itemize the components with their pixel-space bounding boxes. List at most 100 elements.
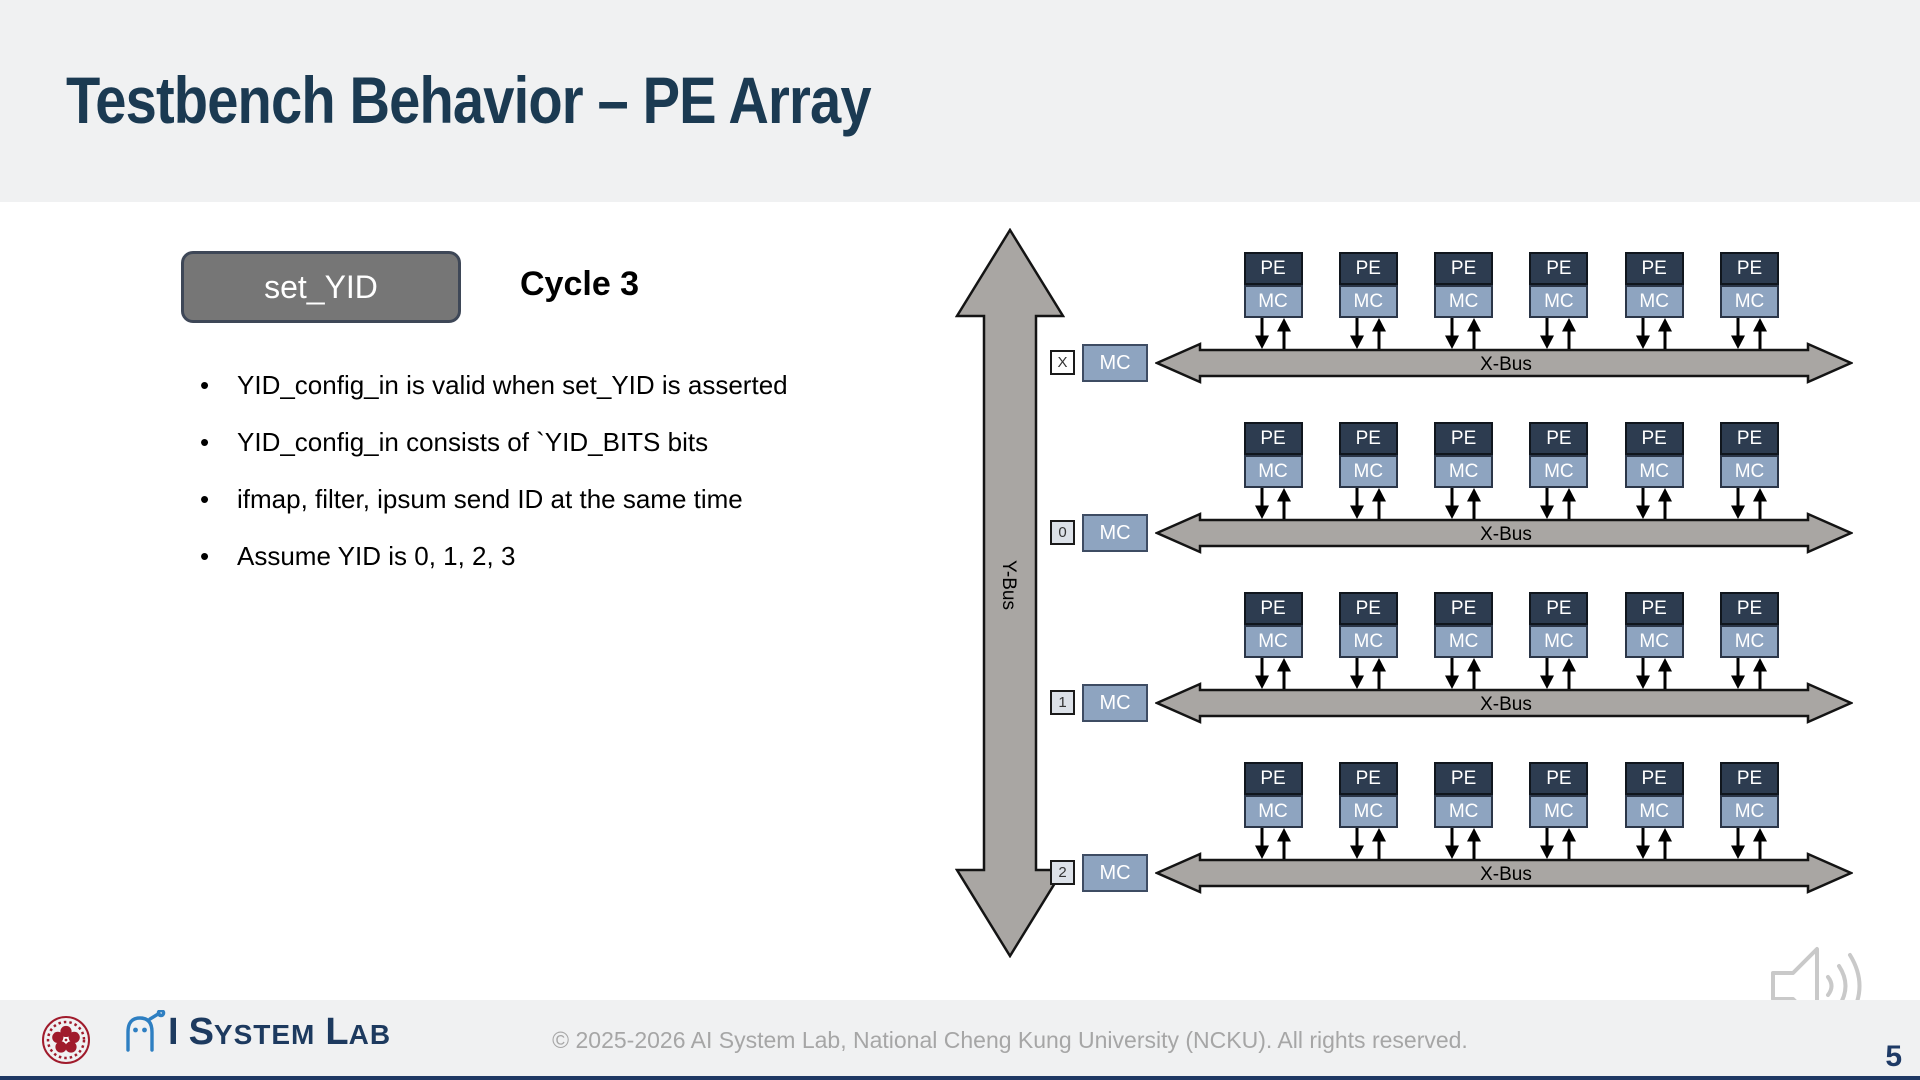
bus-connection-arrows — [1349, 318, 1386, 349]
mc-box-label: MC — [1353, 800, 1384, 822]
pe-box: PE — [1720, 422, 1779, 455]
mc-box: MC — [1338, 455, 1398, 488]
pe-unit: PE MC — [1434, 592, 1494, 689]
bus-connection-arrows — [1731, 318, 1767, 349]
mc-box-label: MC — [1258, 290, 1288, 312]
row-id-box: X — [1050, 350, 1075, 375]
pe-unit: PE MC — [1434, 252, 1494, 349]
pe-array-row: 2 MC X-Bus PE MC PE MC — [1040, 762, 1920, 894]
pe-unit: PE MC — [1243, 592, 1303, 689]
logo-lab-rest: AB — [348, 1018, 392, 1050]
pe-unit: PE MC — [1720, 422, 1779, 519]
mc-box: MC — [1243, 795, 1303, 828]
mc-box-label: MC — [1734, 800, 1765, 822]
pe-unit: PE MC — [1338, 762, 1398, 859]
row-mc-label: MC — [1099, 691, 1131, 714]
pe-box-label: PE — [1641, 597, 1667, 619]
bus-connection-arrows — [1635, 658, 1672, 689]
bus-connection-arrows — [1349, 658, 1386, 689]
pe-box-label: PE — [1260, 597, 1286, 619]
row-id-label: 1 — [1058, 694, 1067, 711]
mc-box: MC — [1243, 285, 1303, 318]
pe-box-label: PE — [1546, 767, 1572, 789]
pe-box-label: PE — [1546, 257, 1572, 279]
row-mc-box: MC — [1082, 854, 1148, 892]
pe-box-label: PE — [1736, 427, 1763, 449]
mc-box-label: MC — [1544, 630, 1574, 652]
mc-box: MC — [1434, 625, 1494, 658]
mc-box: MC — [1529, 285, 1589, 318]
bus-connection-arrows — [1731, 828, 1767, 859]
bus-connection-arrows — [1349, 488, 1386, 519]
pe-box: PE — [1434, 592, 1494, 625]
bus-connection-arrows — [1635, 318, 1672, 349]
pe-box-label: PE — [1450, 427, 1477, 449]
mc-box: MC — [1434, 795, 1494, 828]
mc-box: MC — [1529, 795, 1589, 828]
pe-unit: PE MC — [1434, 762, 1494, 859]
mc-box-label: MC — [1734, 290, 1765, 312]
pe-unit: PE MC — [1338, 252, 1398, 349]
pe-box-label: PE — [1736, 767, 1763, 789]
mc-box: MC — [1624, 795, 1684, 828]
pe-box-label: PE — [1355, 767, 1381, 789]
pe-array-row: 0 MC X-Bus PE MC PE MC — [1040, 422, 1920, 554]
mc-box: MC — [1624, 625, 1684, 658]
mc-box-label: MC — [1448, 800, 1479, 822]
pe-box: PE — [1529, 592, 1589, 625]
row-mc-label: MC — [1099, 861, 1131, 884]
pe-unit: PE MC — [1720, 762, 1779, 859]
row-mc-box: MC — [1082, 684, 1148, 722]
row-id-box: 1 — [1050, 690, 1075, 715]
mc-box-label: MC — [1258, 800, 1288, 822]
mc-box: MC — [1529, 625, 1589, 658]
mc-box-label: MC — [1353, 290, 1384, 312]
bus-connection-arrows — [1445, 658, 1482, 689]
pe-box-label: PE — [1450, 597, 1477, 619]
bus-connection-arrows — [1254, 828, 1291, 859]
pe-array-row: X MC X-Bus PE MC PE MC — [1040, 252, 1920, 384]
pe-box: PE — [1338, 592, 1398, 625]
mc-box-label: MC — [1544, 460, 1574, 482]
mc-box-label: MC — [1448, 290, 1479, 312]
row-id-label: 0 — [1058, 524, 1067, 541]
mc-box-label: MC — [1258, 630, 1288, 652]
pe-box: PE — [1720, 592, 1779, 625]
pe-box: PE — [1720, 762, 1779, 795]
pe-box-label: PE — [1355, 257, 1381, 279]
pe-box: PE — [1720, 252, 1779, 285]
pe-box: PE — [1529, 422, 1589, 455]
bus-connection-arrows — [1445, 318, 1482, 349]
row-id-box: 2 — [1050, 860, 1075, 885]
ai-robot-logo-icon — [126, 1010, 166, 1052]
mc-box: MC — [1338, 625, 1398, 658]
logo-letter-i: I — [168, 1010, 179, 1053]
pe-unit: PE MC — [1624, 762, 1684, 859]
pe-box-label: PE — [1355, 427, 1381, 449]
bus-connection-arrows — [1254, 658, 1291, 689]
pe-box-label: PE — [1260, 767, 1286, 789]
y-bus-label: Y-Bus — [998, 560, 1019, 610]
pe-box: PE — [1243, 252, 1303, 285]
mc-box: MC — [1243, 625, 1303, 658]
pe-box: PE — [1624, 762, 1684, 795]
bus-connection-arrows — [1540, 488, 1577, 519]
pe-box-label: PE — [1260, 427, 1286, 449]
pe-unit: PE MC — [1243, 252, 1303, 349]
mc-box-label: MC — [1448, 460, 1479, 482]
copyright-text: © 2025-2026 AI System Lab, National Chen… — [552, 1026, 1468, 1053]
pe-box: PE — [1434, 252, 1494, 285]
logo-system-rest: YSTEM — [213, 1018, 316, 1050]
set-yid-signal-badge: set_YID — [181, 251, 461, 323]
mc-box-label: MC — [1353, 630, 1384, 652]
x-bus-arrow: X-Bus — [1155, 512, 1853, 554]
pe-unit: PE MC — [1434, 422, 1494, 519]
pe-box-label: PE — [1450, 257, 1477, 279]
logo-system-initial: S — [188, 1010, 214, 1053]
bus-connection-arrows — [1635, 488, 1672, 519]
pe-box: PE — [1243, 422, 1303, 455]
pe-box-label: PE — [1736, 257, 1763, 279]
pe-unit: PE MC — [1529, 252, 1589, 349]
